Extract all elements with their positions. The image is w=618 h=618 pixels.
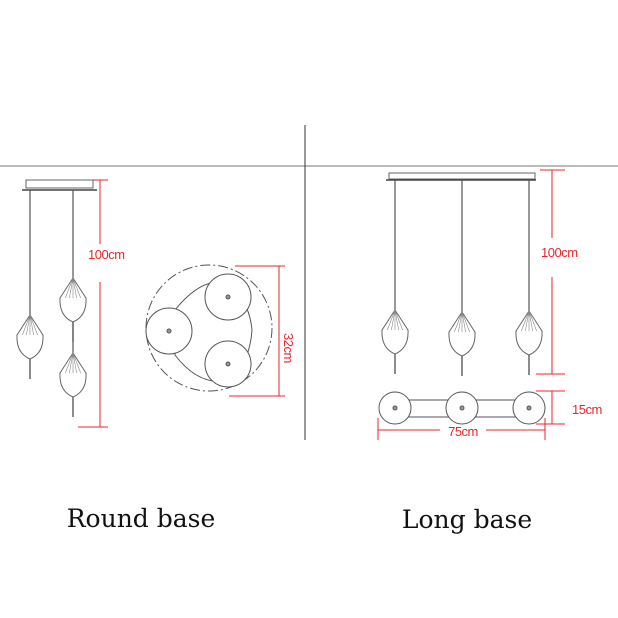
round-base-caption: Round base <box>67 504 216 533</box>
long-depth-label: 15cm <box>572 402 602 417</box>
long-base-caption: Long base <box>402 505 532 534</box>
pendant-lamp <box>381 309 409 375</box>
pendant-lamp <box>448 311 476 377</box>
long-width-label: 75cm <box>448 424 478 439</box>
long-base-top-view <box>378 391 546 425</box>
pendant-lamp <box>59 352 87 418</box>
round-base-top-view <box>145 264 273 392</box>
canopy <box>388 172 536 180</box>
round-height-label: 100cm <box>88 247 125 262</box>
round-diameter-dimension <box>229 265 285 397</box>
long-base-side-view <box>381 172 543 377</box>
pendant-lamp <box>515 310 543 376</box>
round-height-dimension <box>78 179 108 428</box>
round-base-side-view <box>16 179 97 418</box>
canopy <box>25 179 94 189</box>
pendant-lamp <box>59 277 87 343</box>
round-diameter-label: 32cm <box>281 333 296 363</box>
long-width-dimension <box>377 418 546 440</box>
pendant-lamp <box>16 314 44 380</box>
long-depth-dimension <box>536 390 565 425</box>
long-height-label: 100cm <box>541 245 578 260</box>
long-height-dimension <box>536 169 565 375</box>
